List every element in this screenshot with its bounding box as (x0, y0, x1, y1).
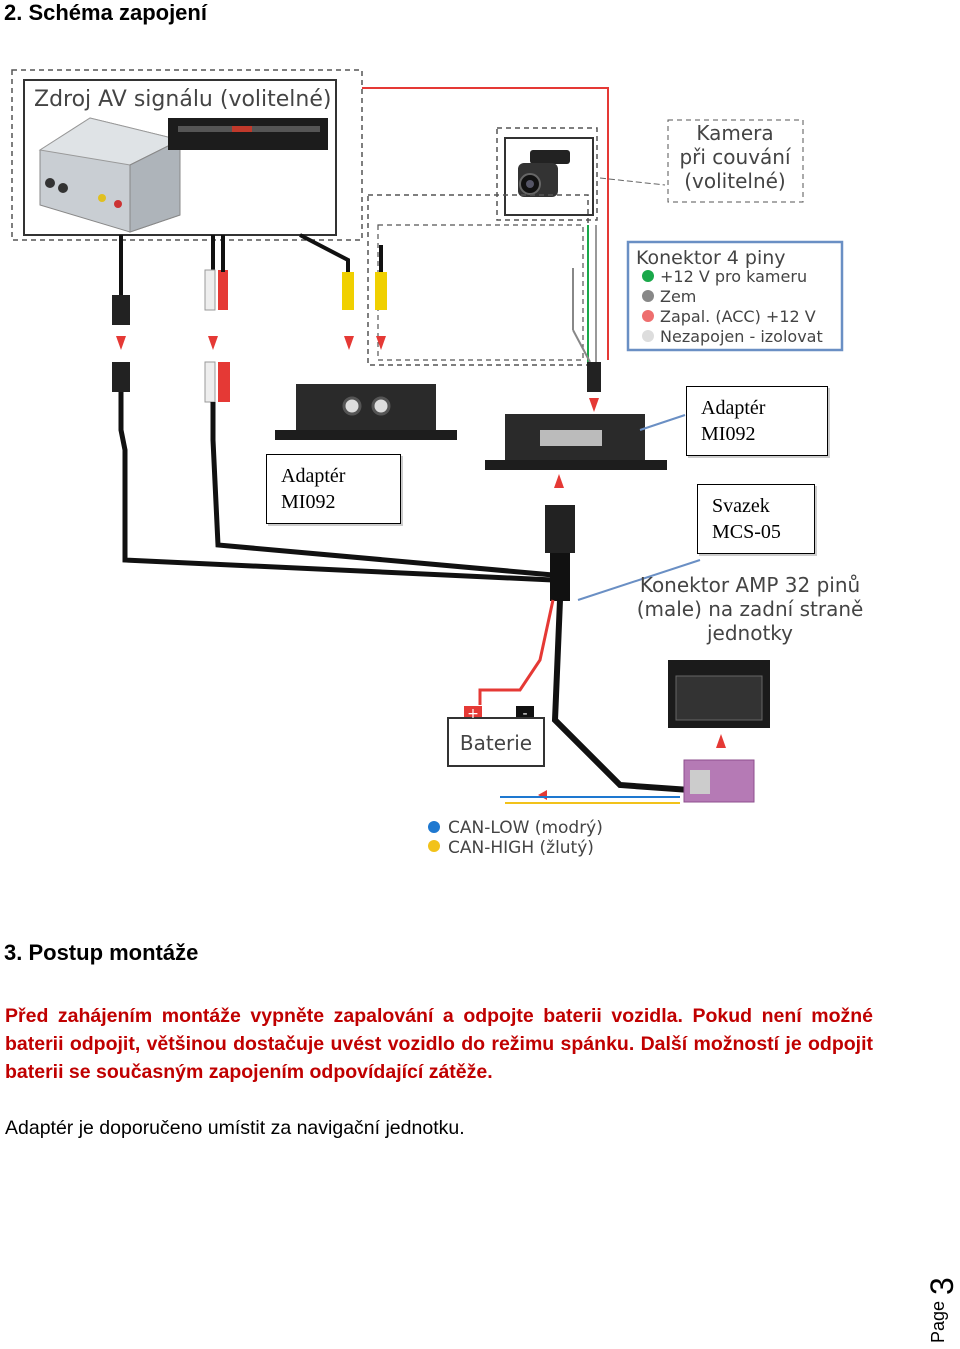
camera-frame (496, 127, 598, 221)
wiring-diagram: Zdroj AV signálu (volitelné) Kamera při … (11, 69, 864, 858)
av-source-label: Zdroj AV signálu (volitelné) (34, 87, 331, 112)
camera-label-line1: Kamera (696, 121, 773, 145)
harness-line2: MCS-05 (712, 521, 781, 543)
warning-paragraph: Před zahájením montáže vypněte zapalován… (5, 1005, 873, 1083)
amp-label-line1: Konektor AMP 32 pinů (640, 573, 860, 597)
page-number: Page 3 (924, 1255, 960, 1345)
camera-icon (518, 150, 570, 197)
adapter-right-label: Adaptér MI092 (686, 386, 828, 456)
connector4-item: Nezapojen - izolovat (660, 327, 823, 346)
amp-connector (668, 660, 770, 728)
red-wire (362, 87, 609, 360)
av-cables (112, 233, 387, 325)
section2-title: 2. Schéma zapojení (4, 0, 207, 25)
battery-plus: + (467, 706, 479, 722)
battery-minus: - (522, 706, 527, 722)
note-paragraph: Adaptér je doporučeno umístit za navigač… (5, 1117, 465, 1139)
amp-label-line3: jednotky (706, 621, 793, 645)
adapter-device-main (485, 414, 667, 470)
adapter-right-line2: MI092 (701, 423, 756, 445)
connector4-title: Konektor 4 piny (636, 247, 786, 269)
adapter-left-label: Adaptér MI092 (266, 454, 401, 524)
connector4-item: Zem (660, 287, 696, 306)
adapter-frame (367, 194, 589, 366)
page-digit: 3 (924, 1277, 960, 1295)
adapter-device-av (275, 384, 457, 440)
arrow-marks (116, 336, 726, 800)
battery-label: Baterie (460, 731, 532, 755)
page-word: Page (928, 1300, 948, 1343)
can-low-label: CAN-LOW (modrý) (448, 818, 603, 838)
av-source-device (38, 117, 328, 233)
adapter-left-line2: MI092 (281, 491, 336, 513)
harness-label: Svazek MCS-05 (697, 484, 815, 554)
av-source-frame (11, 69, 363, 241)
can-high-label: CAN-HIGH (žlutý) (448, 838, 594, 858)
section3-title: 3. Postup montáže (4, 940, 199, 965)
amp-plug (683, 759, 755, 803)
connector4-item: Zapal. (ACC) +12 V (660, 307, 816, 326)
battery: Baterie + - (447, 706, 545, 767)
amp-label-line2: (male) na zadní straně (637, 597, 864, 621)
harness-line1: Svazek (712, 495, 770, 517)
adapter-left-line1: Adaptér (281, 465, 346, 487)
adapter-right-line1: Adaptér (701, 397, 766, 419)
camera-label-line2: při couvání (679, 145, 792, 169)
camera-label-line3: (volitelné) (684, 169, 785, 193)
connector4-item: +12 V pro kameru (660, 267, 807, 286)
connector4-panel: Konektor 4 piny +12 V pro kameru Zem Zap… (626, 240, 844, 352)
